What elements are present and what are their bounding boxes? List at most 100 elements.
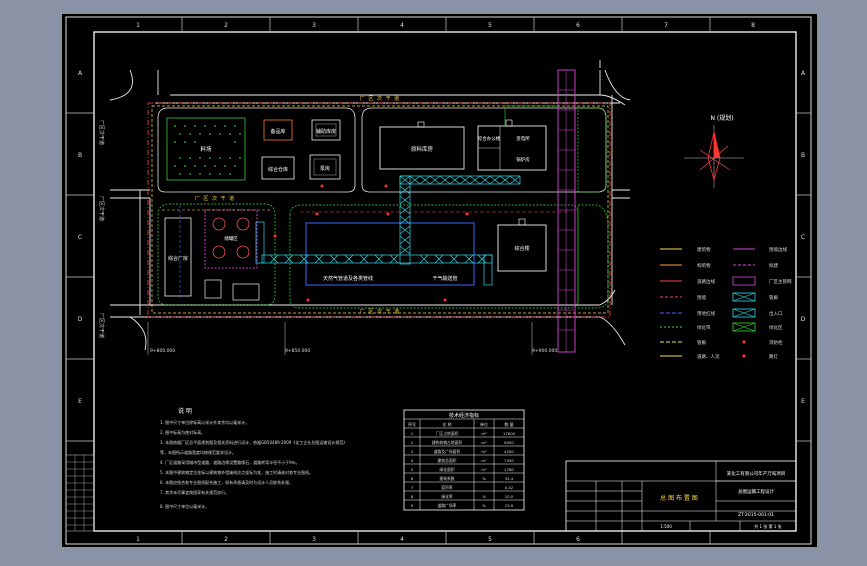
dim-label: 9+850.000 [285,348,310,354]
note-line: 2. 图中标高为绝对标高。 [160,429,205,435]
svg-text:9: 9 [411,503,414,508]
fence-line [151,105,609,314]
label-aux2: 辅助库房 [316,128,336,135]
column-labels: 1 2 3 4 5 6 7 8 1 2 3 4 5 6 [136,22,755,543]
svg-text:3: 3 [411,449,414,454]
title-block: 某化工有限公司年产万吨项目 总图运输工程设计 总 图 布 置 图 ZT-2015… [565,460,797,532]
svg-text:%: % [482,494,486,499]
label-aux1: 备品库 [270,128,285,135]
greenbelt-right [577,204,609,309]
label-storage: 综合仓库 [268,166,288,173]
label-pipe2: 干气输送管 [432,275,457,282]
grid-ticks [66,17,811,544]
svg-text:m²: m² [481,467,487,472]
title-scale: 1:500 [660,524,672,529]
col-label: 8 [751,22,755,29]
legend-label: 管廊 [769,294,778,301]
legend-label: 用地红线 [697,310,715,317]
building-small-1 [204,279,222,299]
building-small-2 [232,283,260,301]
corridor-rungs [558,70,575,352]
col-label: 6 [576,536,580,543]
col-label: 5 [488,536,492,543]
svg-text:1: 1 [411,431,414,436]
building-aux1 [263,119,293,141]
note-line: 3. 本图依据厂区总平面规划图及相关资料进行设计，依据GB50489-2009《… [160,439,347,445]
label-workshop-left: 综合厂房 [168,255,188,262]
svg-text:0.42: 0.42 [505,485,514,490]
main-pipe-corridor [557,69,576,353]
road-label-top: 厂 区 次 干 道 [360,95,400,102]
legend-label: 绿化区 [769,324,783,331]
block-top-left [157,107,356,193]
legend-label: 消防栓 [769,339,783,346]
svg-text:1760: 1760 [504,467,514,472]
label-warehouse: 原料库房 [411,145,434,153]
svg-text:m²: m² [481,440,487,445]
row-label: C [78,234,82,241]
row-label: D [801,316,806,323]
col-label: 4 [400,536,404,543]
svg-text:%: % [482,476,486,481]
svg-text:7: 7 [411,485,414,490]
road-label-mid: 厂 区 次 干 道 [195,195,235,202]
svg-text:厂区占地面积: 厂区占地面积 [436,431,459,436]
dim-label: 9+900.000 [532,348,557,354]
svg-text:2: 2 [411,440,414,445]
site-plan: 料场 备品库 辅助库房 综合仓库 泵房 原料库房 综合办公楼 变电所 锅炉房 厂… [98,60,631,355]
legend-label: 出入口 [769,310,783,317]
table-header: 数 量 [504,421,513,427]
legend-label: 路灯 [769,353,778,360]
revision-stamp [65,454,95,532]
svg-text:建构筑物占地面积: 建构筑物占地面积 [432,440,463,445]
table-header: 名 称 [442,421,451,427]
col-label: 5 [488,22,492,29]
svg-text:4200: 4200 [504,449,514,454]
svg-text:建筑系数: 建筑系数 [439,476,454,481]
table-header: 单位 [480,421,488,427]
title-unit: 总图运输工程设计 [738,488,774,495]
svg-text:5: 5 [411,467,414,472]
table-header: 序号 [408,421,416,427]
row-label: E [78,398,82,405]
svg-text:绿化面积: 绿化面积 [439,467,454,472]
label-yard: 料场 [200,145,212,153]
col-label: 2 [224,22,228,29]
svg-text:容积率: 容积率 [441,485,453,490]
side-label-3: 厂区次干道 [98,313,105,338]
row-label: A [78,70,83,77]
svg-text:%: % [482,503,486,508]
legend-label: 管廊 [697,339,706,346]
row-label: B [78,152,82,159]
outer-border [65,16,812,545]
col-label: 3 [312,536,316,543]
col-label: 4 [400,22,404,29]
dim-labels: 9+800.000 9+850.000 9+900.000 [150,348,557,354]
svg-text:建筑总面积: 建筑总面积 [438,458,457,463]
green-area [166,117,246,181]
north-label: N (规划) [710,114,733,122]
svg-text:23.9: 23.9 [505,503,514,508]
green-dots [174,125,241,175]
title-drawing-name: 总 图 布 置 图 [660,494,698,502]
svg-text:6050: 6050 [504,440,514,445]
svg-text:4: 4 [411,458,414,463]
svg-text:m²: m² [481,431,487,436]
label-right-box: 综合楼 [514,245,529,252]
pipelines [162,105,570,300]
svg-text:34.4: 34.4 [505,476,514,481]
legend-label: 道路边线 [697,278,715,285]
building-pump [309,154,341,180]
note-line: 等，本图所示道路宽度均按规范要求设计。 [160,449,236,455]
svg-text:6: 6 [411,476,414,481]
block-bottom-left [157,203,276,306]
dim-lines [147,322,533,355]
label-substation: 变电所 [516,135,530,142]
building-aux2 [311,119,341,141]
side-label-1: 厂区次干道 [98,120,105,145]
north-arrow: N (规划) [684,114,744,188]
title-project: 某化工有限公司年产万吨项目 [727,470,786,477]
svg-text:道路广场率: 道路广场率 [438,503,457,508]
